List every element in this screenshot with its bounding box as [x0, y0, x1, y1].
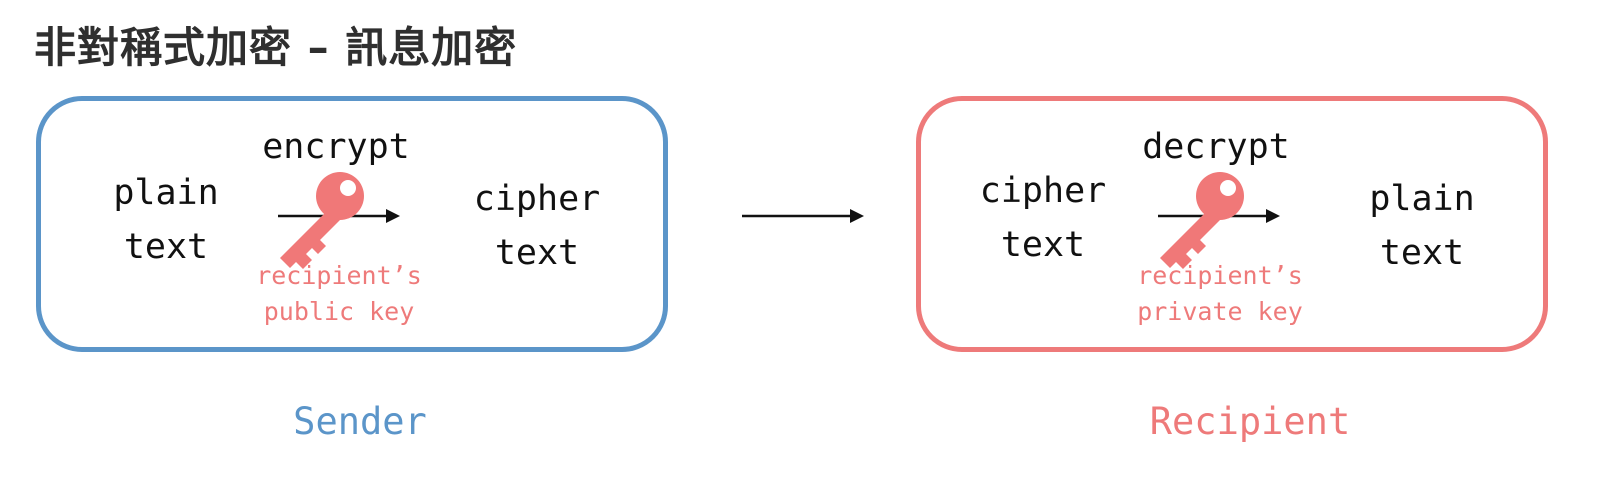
sender-plain-text-label: plain text [96, 166, 236, 274]
recipient-key-line1: recipient’s [1137, 261, 1303, 290]
sender-input-line2: text [123, 227, 209, 267]
key-icon [280, 172, 364, 269]
key-icon [1160, 172, 1244, 269]
recipient-key-line2: private key [1137, 297, 1303, 326]
sender-key-line2: public key [263, 297, 415, 326]
recipient-output-line2: text [1379, 233, 1465, 273]
sender-output-line1: cipher [473, 179, 601, 219]
sender-key-line1: recipient’s [256, 261, 422, 290]
sender-operation-label: encrypt [262, 127, 410, 167]
recipient-box [916, 96, 1548, 352]
sender-box [36, 96, 668, 352]
sender-key-label: recipient’s public key [234, 258, 444, 330]
recipient-input-line1: cipher [979, 171, 1107, 211]
recipient-cipher-text-label: cipher text [968, 164, 1118, 272]
recipient-input-line2: text [1000, 225, 1086, 265]
recipient-operation-label: decrypt [1142, 127, 1290, 167]
sender-input-line1: plain [113, 173, 219, 213]
recipient-plain-text-label: plain text [1352, 172, 1492, 280]
sender-output-line2: text [494, 233, 580, 273]
sender-caption: Sender [293, 400, 427, 443]
recipient-output-line1: plain [1369, 179, 1475, 219]
sender-cipher-text-label: cipher text [462, 172, 612, 280]
recipient-caption: Recipient [1149, 400, 1351, 443]
recipient-key-label: recipient’s private key [1100, 258, 1340, 330]
page-title: 非對稱式加密 – 訊息加密 [34, 23, 518, 72]
transfer-arrow [742, 209, 864, 223]
